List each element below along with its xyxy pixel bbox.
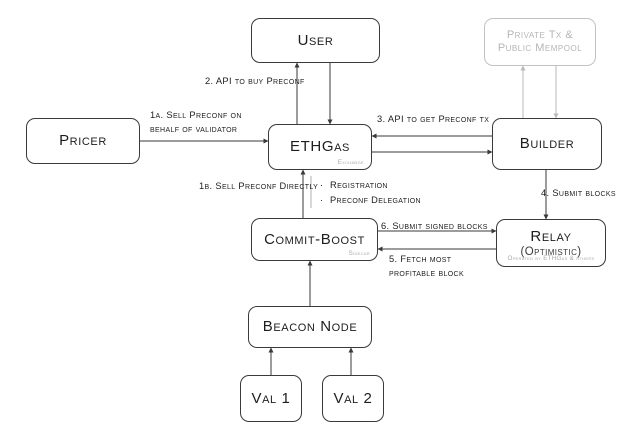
node-commit-boost[interactable]: Commit-Boost Sidecar — [251, 218, 378, 261]
edge-label-3: 3. API to get Preconf tx — [377, 114, 490, 124]
bullet-dot-icon: · — [320, 180, 324, 190]
node-relay-sublabel: (Optimistic) — [520, 246, 582, 259]
edge-label-1b-bullets: · Registration · Preconf Delegation — [320, 178, 421, 208]
edge-label-1a-line1: 1a. Sell Preconf on — [150, 110, 242, 120]
node-pricer-label: Pricer — [59, 132, 107, 150]
edge-label-1b: 1b. Sell Preconf Directly — [199, 181, 319, 191]
edge-label-2: 2. API to buy Preconf — [205, 76, 305, 86]
edge-label-5-line1: 5. Fetch most — [389, 254, 452, 264]
node-ethgas-note: Exchange — [337, 159, 364, 166]
node-builder[interactable]: Builder — [492, 118, 602, 170]
node-val-2-label: Val 2 — [333, 389, 373, 407]
node-user-label: User — [297, 31, 334, 49]
edge-label-1a-line2: behalf of validator — [150, 124, 238, 134]
node-relay[interactable]: Relay (Optimistic) Operated by ETHGas & … — [496, 219, 606, 267]
node-relay-label: Relay — [530, 227, 572, 245]
bullet-label-preconf-delegation: Preconf Delegation — [330, 194, 421, 205]
node-mempool-label-line2: Public Mempool — [497, 42, 583, 54]
node-ethgas[interactable]: ETHGas Exchange — [268, 124, 372, 170]
node-val-2[interactable]: Val 2 — [322, 375, 384, 422]
node-val-1-label: Val 1 — [251, 389, 291, 407]
bullet-label-registration: Registration — [330, 180, 388, 190]
edge-label-6: 6. Submit signed blocks — [381, 221, 488, 231]
node-user[interactable]: User — [251, 18, 380, 63]
node-pricer[interactable]: Pricer — [26, 118, 140, 164]
bullet-dot-icon: · — [320, 194, 324, 205]
node-builder-label: Builder — [519, 135, 575, 153]
node-val-1[interactable]: Val 1 — [240, 375, 302, 422]
node-commit-boost-label: Commit-Boost — [264, 230, 365, 248]
bullet-item-registration: · Registration — [320, 178, 421, 193]
edge-label-4: 4. Submit blocks — [541, 188, 616, 198]
node-ethgas-label: ETHGas — [290, 138, 350, 156]
node-private-tx-public-mempool[interactable]: Private Tx & Public Mempool — [484, 18, 596, 66]
node-relay-note: Operated by ETHGas & others — [507, 255, 595, 262]
node-commit-boost-note: Sidecar — [348, 250, 370, 257]
node-mempool-label-line1: Private Tx & — [506, 29, 574, 42]
node-beacon-node-label: Beacon Node — [262, 318, 358, 336]
bullet-item-preconf-delegation: · Preconf Delegation — [320, 193, 421, 208]
edge-label-5-line2: profitable block — [389, 268, 464, 278]
node-beacon-node[interactable]: Beacon Node — [248, 306, 372, 348]
